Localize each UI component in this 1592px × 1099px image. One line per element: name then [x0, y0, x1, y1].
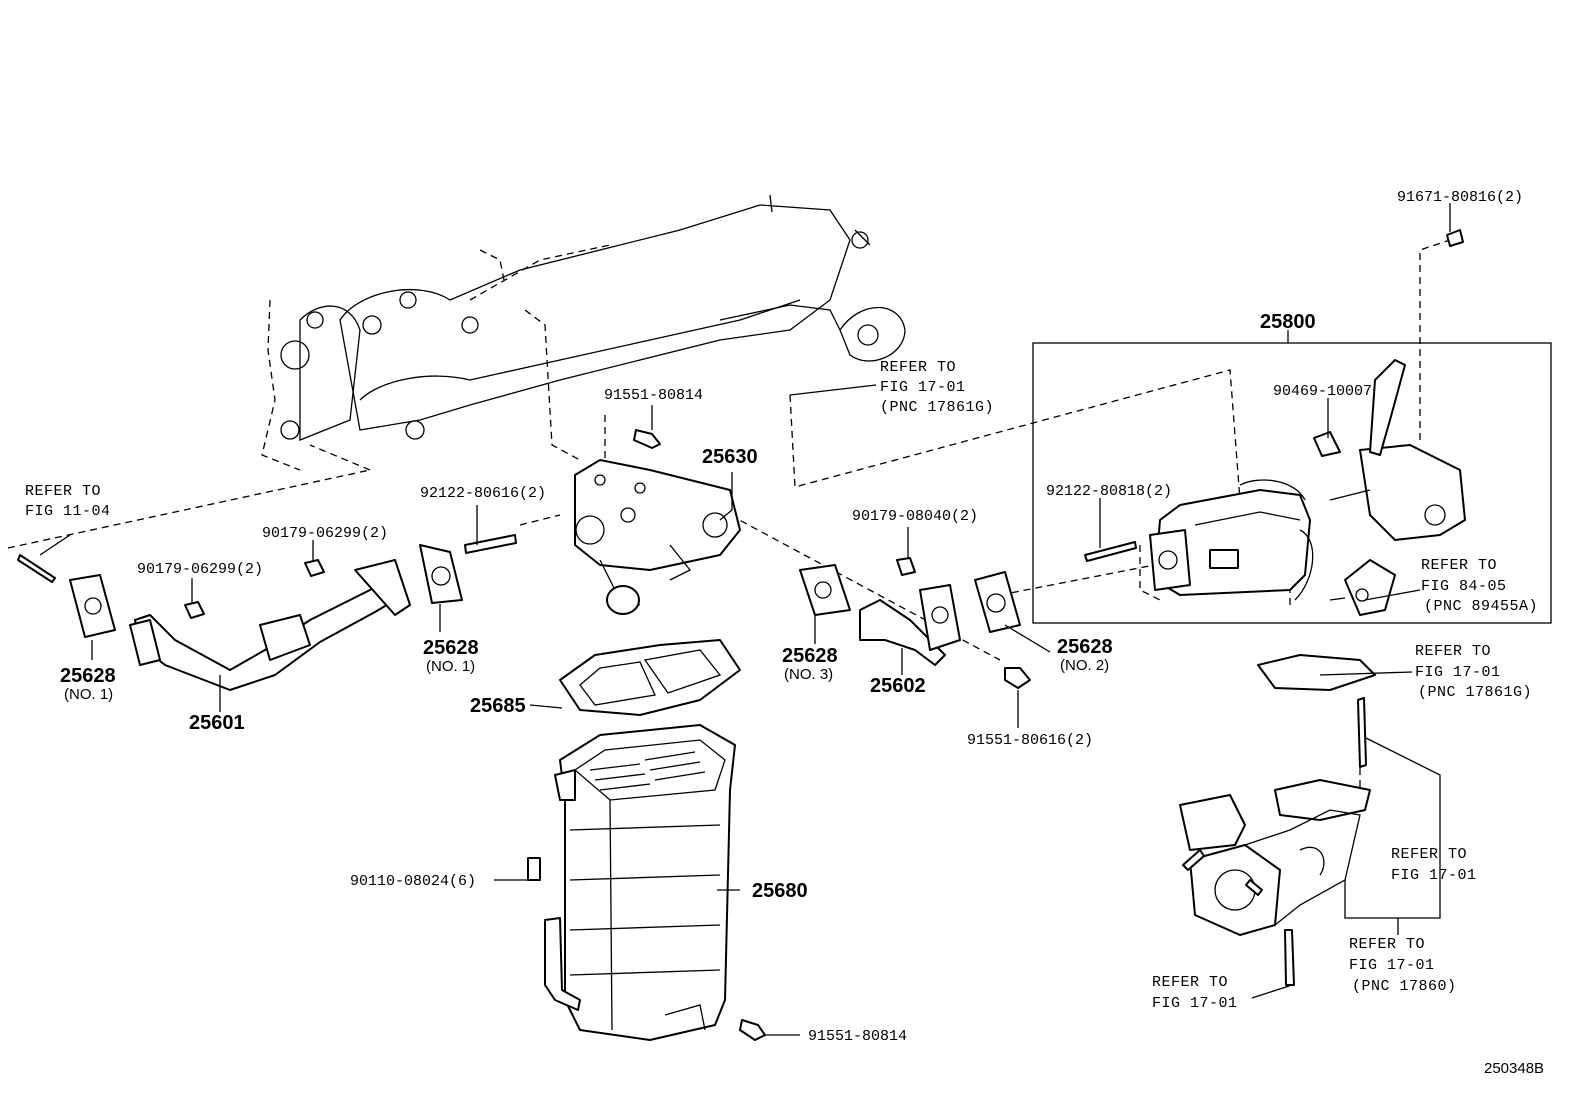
label-91551-80616: 91551-80616(2) — [967, 732, 1093, 749]
label-25628-no2-sub: (NO. 2) — [1060, 657, 1109, 674]
ref-fig1701-mid-line1: REFER TO — [1391, 846, 1467, 863]
intake-manifold-reference — [261, 194, 906, 471]
label-90469-10007: 90469-10007 — [1273, 383, 1372, 400]
ref-fig8405-line2: FIG 84-05 — [1421, 578, 1507, 595]
ref-fig1701-right-line3: (PNC 17861G) — [1418, 684, 1532, 701]
label-25628-left: 25628 — [60, 665, 116, 687]
label-91551-80814-bottom: 91551-80814 — [808, 1028, 907, 1045]
ref-fig1701-mid-line2: FIG 17-01 — [1391, 867, 1477, 884]
ref-fig1701-top-line2: FIG 17-01 — [880, 379, 966, 396]
label-25602: 25602 — [870, 675, 926, 697]
label-90110-08024: 90110-08024(6) — [350, 873, 476, 890]
ref-fig1701-bottom-line2: FIG 17-01 — [1152, 995, 1238, 1012]
stud-92122-80616 — [464, 534, 517, 554]
label-91671-80816: 91671-80816(2) — [1397, 189, 1523, 206]
label-25800: 25800 — [1260, 311, 1316, 333]
label-25680: 25680 — [752, 880, 808, 902]
nuts-90179-06299 — [184, 559, 325, 619]
label-91551-80814-top: 91551-80814 — [604, 387, 703, 404]
ref-fig1701-pnc17860-line1: REFER TO — [1349, 936, 1425, 953]
label-90179-06299-a: 90179-06299(2) — [262, 525, 388, 542]
egr-cooler-25680 — [544, 724, 736, 1041]
gasket-25628-mid — [419, 544, 463, 604]
intake-pipe-reference — [1179, 654, 1376, 986]
diagram-code: 250348B — [1484, 1060, 1544, 1077]
ref-fig1701-right-line2: FIG 17-01 — [1415, 664, 1501, 681]
egr-valve-assembly-box — [1032, 330, 1552, 624]
ref-fig1701-pnc17860-line2: FIG 17-01 — [1349, 957, 1435, 974]
ref-fig1104-line1: REFER TO — [25, 483, 101, 500]
label-92122-80818: 92122-80818(2) — [1046, 483, 1172, 500]
label-25685: 25685 — [470, 695, 526, 717]
label-92122-80616: 92122-80616(2) — [420, 485, 546, 502]
bolt-91551-bottom — [739, 1019, 766, 1041]
bolt-91551-80616 — [1004, 667, 1031, 689]
ref-fig1701-pnc17860-line3: (PNC 17860) — [1352, 978, 1457, 995]
ref-fig1104-line2: FIG 11-04 — [25, 503, 111, 520]
label-25628-no3: 25628 — [782, 645, 838, 667]
label-90179-08040: 90179-08040(2) — [852, 508, 978, 525]
label-25628-mid-sub: (NO. 1) — [426, 658, 475, 675]
ref-fig1701-bottom-line1: REFER TO — [1152, 974, 1228, 991]
label-25628-no3-sub: (NO. 3) — [784, 666, 833, 683]
ref-fig1701-top-line1: REFER TO — [880, 359, 956, 376]
ref-fig8405-line3: (PNC 89455A) — [1424, 598, 1538, 615]
label-25628-no2: 25628 — [1057, 636, 1113, 658]
label-90179-06299-b: 90179-06299(2) — [137, 561, 263, 578]
gasket-25628-left — [17, 554, 116, 638]
nut-90179-08040 — [896, 557, 916, 576]
egr-pipe-25601 — [129, 559, 411, 691]
leader-lines — [39, 203, 1451, 1036]
ref-fig8405-line1: REFER TO — [1421, 557, 1497, 574]
ref-fig1701-right-line1: REFER TO — [1415, 643, 1491, 660]
ref-fig1701-top-line3: (PNC 17861G) — [880, 399, 994, 416]
gasket-25685 — [559, 639, 741, 716]
reference-notes: REFER TO FIG 11-04 REFER TO FIG 17-01 (P… — [25, 359, 1538, 1012]
bolt-90110 — [527, 857, 541, 881]
label-25628-left-sub: (NO. 1) — [64, 686, 113, 703]
gasket-25628-no2 — [974, 571, 1021, 633]
gasket-25628-no3 — [799, 564, 851, 616]
bypass-valve-25630 — [574, 459, 741, 615]
label-25630: 25630 — [702, 446, 758, 468]
egr-pipe-25602 — [859, 584, 961, 666]
bolt-91671 — [1446, 229, 1464, 247]
label-25628-mid: 25628 — [423, 637, 479, 659]
part-labels: 91671-80816(2) 25800 90469-10007 92122-8… — [60, 189, 1544, 1077]
bolt-91551-top — [633, 429, 661, 449]
label-25601: 25601 — [189, 712, 245, 734]
